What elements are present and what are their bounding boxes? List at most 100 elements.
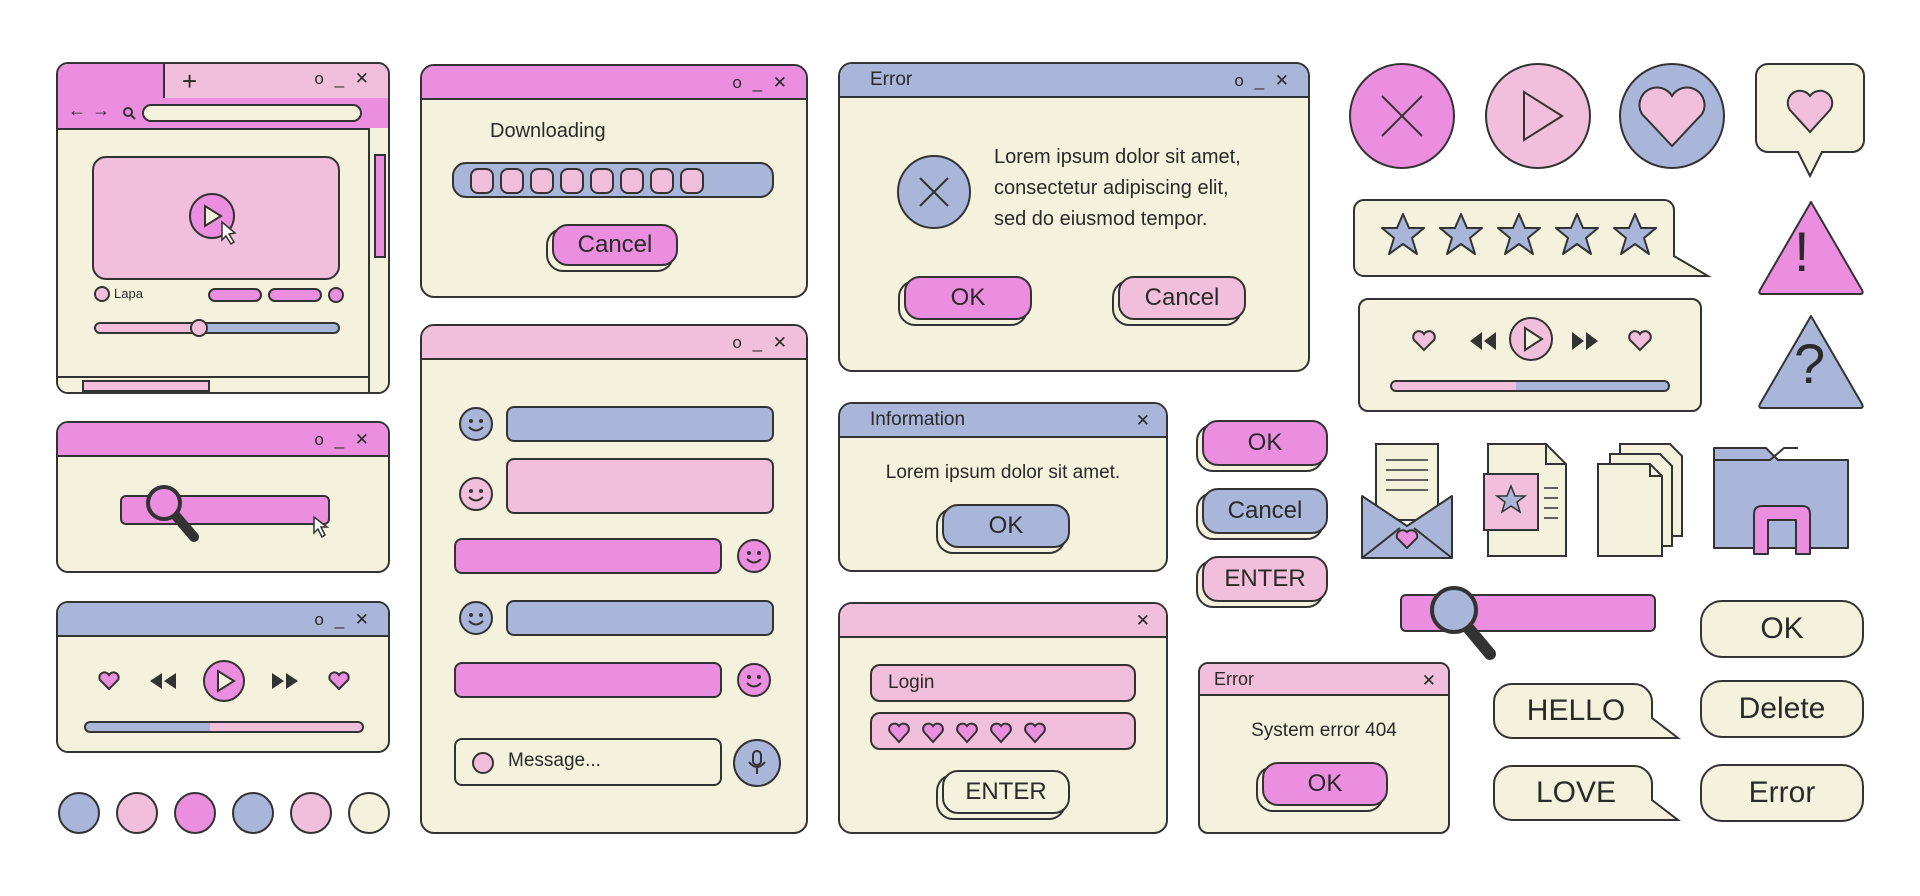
play-circle-icon[interactable] <box>1484 62 1592 170</box>
palette-swatch <box>348 792 390 834</box>
heart-circle-icon[interactable] <box>1618 62 1726 170</box>
enter-button[interactable]: ENTER <box>942 770 1070 814</box>
forward-icon[interactable] <box>270 671 300 691</box>
rating-bubble <box>1353 199 1712 277</box>
star-icon[interactable] <box>1380 212 1426 256</box>
heart-icon[interactable] <box>1628 330 1652 352</box>
video-action-dot[interactable] <box>328 287 344 303</box>
ok-button[interactable]: OK <box>1700 600 1864 658</box>
chat-message-received <box>506 458 774 514</box>
scrollbar-thumb[interactable] <box>374 154 386 258</box>
folder-icon[interactable] <box>1710 446 1854 558</box>
hello-bubble <box>1493 683 1681 739</box>
star-icon[interactable] <box>1438 212 1484 256</box>
close-circle-icon[interactable] <box>1348 62 1456 170</box>
ok-button[interactable]: OK <box>904 276 1032 320</box>
cancel-button[interactable]: Cancel <box>1118 276 1246 320</box>
palette-swatch <box>290 792 332 834</box>
smiley-avatar-icon <box>459 407 493 441</box>
error-dialog: Error o _ ✕ Lorem ipsum dolor sit amet, … <box>838 62 1310 372</box>
video-action-pill[interactable] <box>268 288 322 302</box>
rewind-icon[interactable] <box>148 671 178 691</box>
love-text: LOVE <box>1535 776 1617 809</box>
microphone-icon[interactable] <box>732 738 782 788</box>
ok-button[interactable]: OK <box>1202 420 1328 466</box>
ok-button[interactable]: OK <box>942 504 1070 548</box>
rating-stars <box>1380 212 1658 256</box>
files-stack-icon[interactable] <box>1596 442 1686 560</box>
chat-message-received <box>506 406 774 442</box>
player-progress[interactable] <box>84 721 364 733</box>
heart-speech-bubble-icon[interactable] <box>1754 62 1866 180</box>
message-input[interactable] <box>454 738 722 786</box>
star-icon[interactable] <box>1612 212 1658 256</box>
dialog-title: Error <box>870 69 913 90</box>
heart-icon[interactable] <box>98 671 120 691</box>
window-controls[interactable]: o _ ✕ <box>732 73 790 92</box>
mail-icon[interactable] <box>1360 440 1454 562</box>
password-hearts-icon <box>888 722 1046 744</box>
progress-segment <box>500 168 524 194</box>
login-input[interactable] <box>870 664 1136 702</box>
scrollbar-h-thumb[interactable] <box>82 380 210 392</box>
address-input[interactable] <box>142 104 362 122</box>
progress-segments <box>470 168 704 194</box>
scrollbar-vertical[interactable] <box>368 128 388 392</box>
play-cursor-icon[interactable] <box>188 193 248 254</box>
love-bubble <box>1493 765 1681 821</box>
title-bar <box>58 603 388 637</box>
browser-tab-new[interactable] <box>163 64 388 100</box>
window-controls[interactable]: o _ ✕ <box>732 333 790 352</box>
smiley-avatar-icon <box>737 663 771 697</box>
message-line: sed do eiusmod tempor. <box>994 208 1208 230</box>
back-arrow-icon[interactable]: ← <box>68 100 86 120</box>
close-icon[interactable]: ✕ <box>1421 671 1436 690</box>
forward-arrow-icon[interactable]: → <box>92 100 110 120</box>
heart-icon[interactable] <box>328 671 350 691</box>
error-message: System error 404 <box>1251 720 1397 741</box>
heart-icon[interactable] <box>1412 330 1436 352</box>
new-tab-icon[interactable]: + <box>182 66 198 96</box>
close-icon[interactable]: ✕ <box>1135 411 1150 430</box>
progress-segment <box>650 168 674 194</box>
video-progress-handle[interactable] <box>190 319 208 337</box>
star-icon[interactable] <box>1554 212 1600 256</box>
enter-button[interactable]: ENTER <box>1202 556 1328 602</box>
cancel-button[interactable]: Cancel <box>1202 488 1328 534</box>
star-icon[interactable] <box>1496 212 1542 256</box>
forward-icon[interactable] <box>1570 330 1600 352</box>
rewind-icon[interactable] <box>1468 330 1498 352</box>
download-label: Downloading <box>490 120 606 142</box>
browser-window: + o _ ✕ ← → Lapa <box>56 62 390 394</box>
document-star-icon[interactable] <box>1482 442 1570 560</box>
cursor-icon <box>313 515 330 539</box>
browser-tab-active[interactable] <box>58 64 163 100</box>
media-player-small: o _ ✕ <box>56 601 390 753</box>
title-bar <box>840 64 1308 98</box>
chat-message-received <box>506 600 774 636</box>
title-bar <box>1200 664 1448 696</box>
player-progress[interactable] <box>1390 380 1670 392</box>
video-action-pill[interactable] <box>208 288 262 302</box>
channel-avatar[interactable] <box>94 286 110 302</box>
play-icon[interactable] <box>1508 316 1554 362</box>
dialog-title: Error <box>1214 669 1254 689</box>
delete-button[interactable]: Delete <box>1700 680 1864 738</box>
error-button[interactable]: Error <box>1700 764 1864 822</box>
window-controls[interactable]: o _ ✕ <box>314 69 372 88</box>
emoji-button[interactable] <box>472 752 494 774</box>
search-window: o _ ✕ <box>56 421 390 573</box>
cancel-button[interactable]: Cancel <box>552 224 678 266</box>
video-progress[interactable] <box>94 322 340 334</box>
password-input[interactable] <box>870 712 1136 750</box>
ok-button[interactable]: OK <box>1262 762 1388 806</box>
play-icon[interactable] <box>202 659 246 703</box>
chat-window: o _ ✕ Message... <box>420 324 808 834</box>
chat-message-sent <box>454 662 722 698</box>
scrollbar-horizontal[interactable] <box>58 376 368 392</box>
window-controls[interactable]: o _ ✕ <box>1234 71 1292 90</box>
close-icon[interactable]: ✕ <box>1135 611 1150 630</box>
window-controls[interactable]: o _ ✕ <box>314 610 372 629</box>
window-controls[interactable]: o _ ✕ <box>314 430 372 449</box>
smiley-avatar-icon <box>737 539 771 573</box>
